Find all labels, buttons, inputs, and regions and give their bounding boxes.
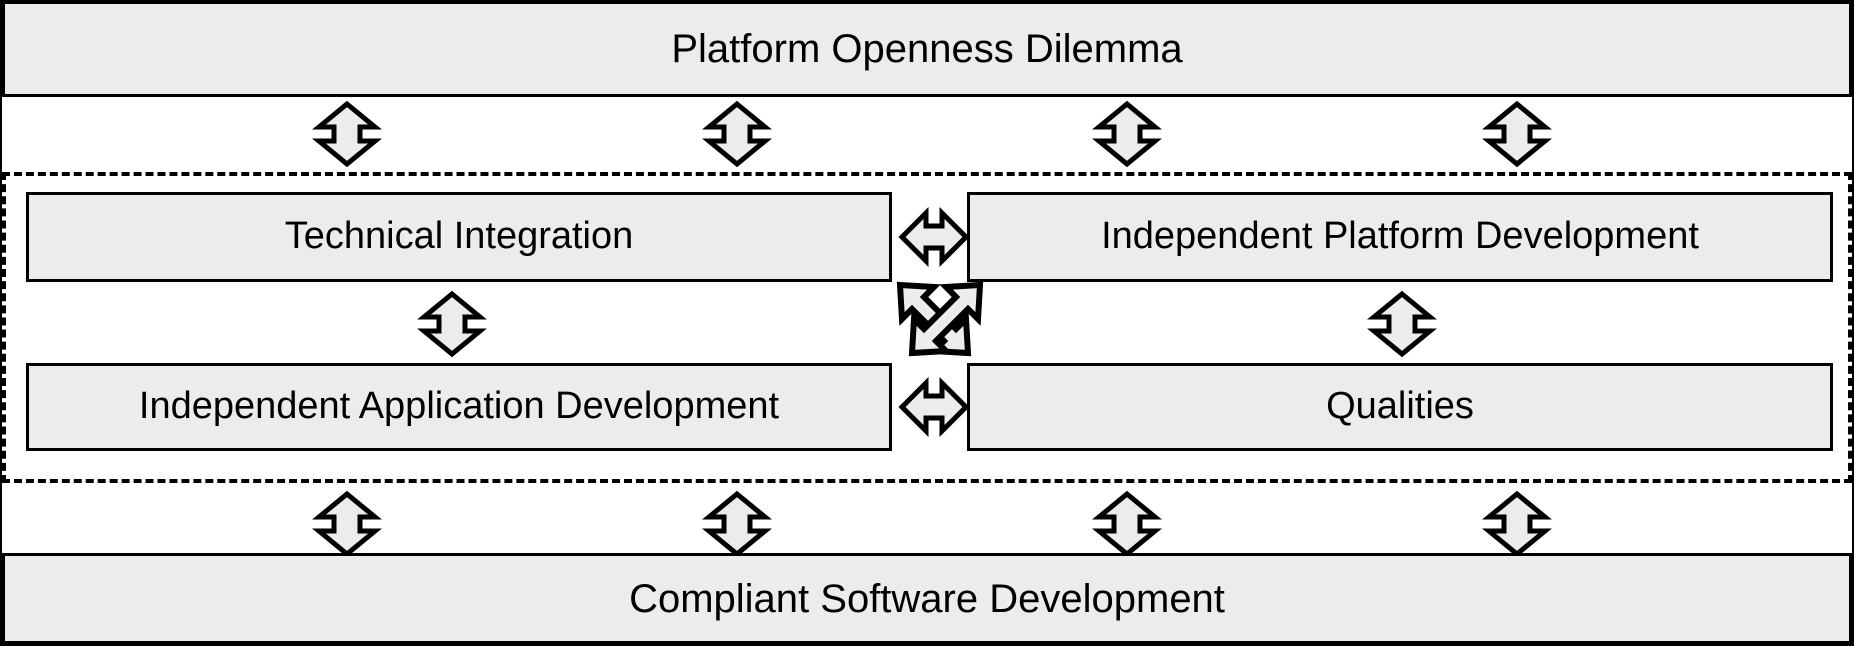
double-arrow-vertical-icon (1482, 100, 1552, 168)
dashed-group-region (2, 172, 1852, 483)
double-arrow-vertical-icon (702, 100, 772, 168)
band-compliant-software-development: Compliant Software Development (2, 553, 1852, 644)
box-independent-platform-development: Independent Platform Development (967, 192, 1833, 282)
double-arrow-horizontal-icon (898, 206, 970, 268)
double-arrow-horizontal-icon (898, 376, 970, 438)
box-independent-application-development-label: Independent Application Development (138, 385, 780, 428)
band-bottom-label: Compliant Software Development (629, 576, 1225, 621)
band-top-label: Platform Openness Dilemma (671, 27, 1183, 71)
double-arrow-vertical-icon (1482, 490, 1552, 558)
double-arrow-vertical-icon (417, 290, 487, 358)
box-independent-application-development: Independent Application Development (26, 363, 892, 451)
box-independent-platform-development-label: Independent Platform Development (1101, 215, 1699, 258)
double-arrow-vertical-icon (1367, 290, 1437, 358)
box-qualities-label: Qualities (1326, 385, 1474, 428)
band-platform-openness-dilemma: Platform Openness Dilemma (2, 2, 1852, 97)
crossing-double-arrows-icon (895, 280, 985, 370)
double-arrow-vertical-icon (1092, 490, 1162, 558)
box-technical-integration-label: Technical Integration (284, 215, 634, 258)
double-arrow-vertical-icon (1092, 100, 1162, 168)
double-arrow-vertical-icon (702, 490, 772, 558)
double-arrow-vertical-icon (312, 100, 382, 168)
box-qualities: Qualities (967, 363, 1833, 451)
box-technical-integration: Technical Integration (26, 192, 892, 282)
double-arrow-vertical-icon (312, 490, 382, 558)
